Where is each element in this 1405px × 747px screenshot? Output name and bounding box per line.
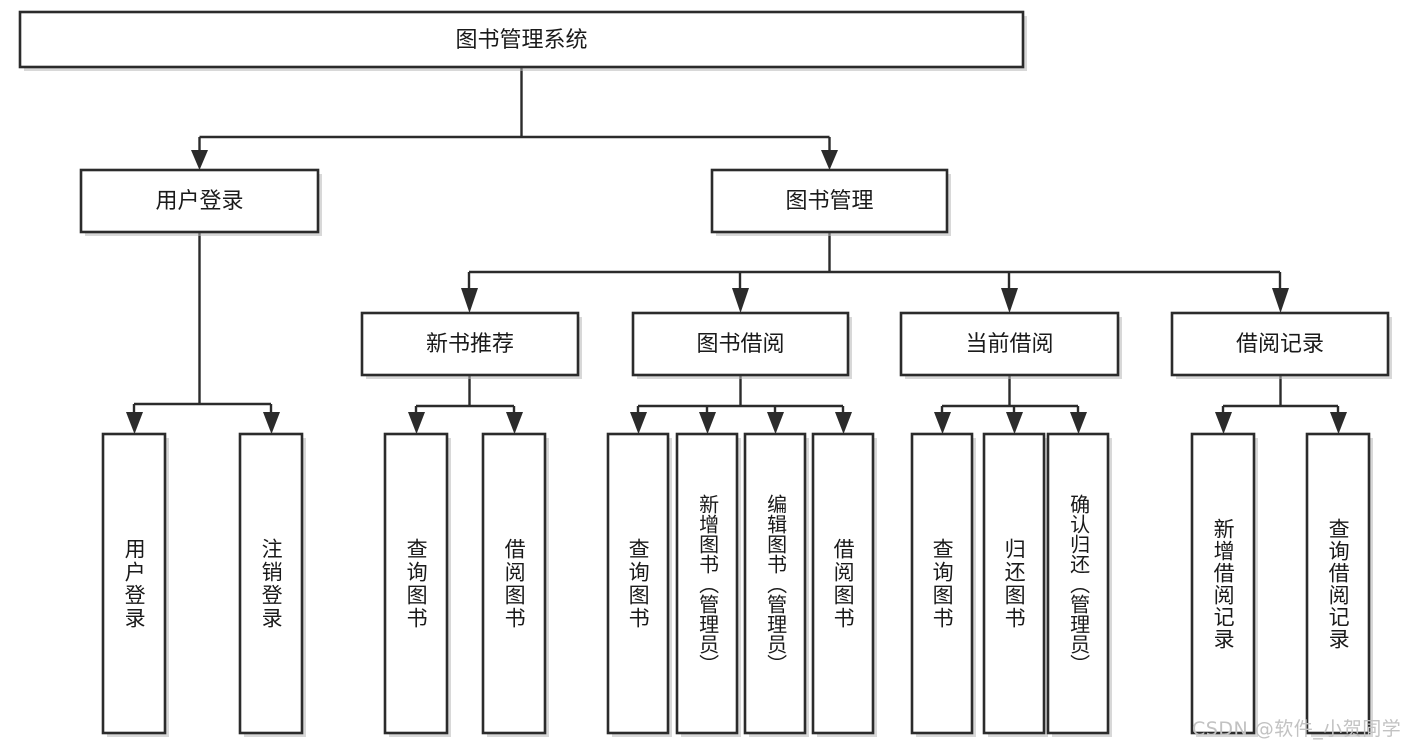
arrow-head-leaf-query-book-borrow bbox=[630, 412, 647, 434]
node-leaf-confirm-return-admin[interactable] bbox=[1046, 432, 1112, 737]
node-root[interactable]: 图书管理系统 bbox=[18, 10, 1027, 71]
arrow-head-current-borrow bbox=[1001, 288, 1018, 313]
node-leaf-user-login[interactable] bbox=[101, 432, 169, 737]
node-leaf-edit-book-admin-rect bbox=[743, 432, 807, 735]
node-leaf-query-book-recommend[interactable] bbox=[383, 432, 451, 737]
arrow-head-borrow-record bbox=[1272, 288, 1289, 313]
node-leaf-edit-book-admin[interactable] bbox=[743, 432, 809, 737]
arrow-head-user-login bbox=[191, 150, 208, 170]
node-leaf-query-book-borrow-rect bbox=[606, 432, 670, 735]
node-root-label: 图书管理系统 bbox=[455, 28, 587, 53]
node-new-book-recommend-label: 新书推荐 bbox=[426, 332, 514, 357]
node-borrow-record[interactable]: 借阅记录 bbox=[1170, 311, 1392, 379]
arrow-head-leaf-query-book-current bbox=[934, 412, 951, 434]
node-new-book-recommend[interactable]: 新书推荐 bbox=[360, 311, 582, 379]
node-leaf-borrow-book[interactable] bbox=[811, 432, 877, 737]
node-current-borrow-label: 当前借阅 bbox=[965, 332, 1053, 357]
arrow-head-leaf-borrow-book bbox=[835, 412, 852, 434]
node-book-borrow-label: 图书借阅 bbox=[696, 332, 784, 357]
node-borrow-record-label: 借阅记录 bbox=[1236, 332, 1324, 357]
node-layer: 图书管理系统 用户登录 图书管理 新书推荐 bbox=[18, 10, 1392, 737]
node-leaf-borrow-book-recommend[interactable] bbox=[481, 432, 549, 737]
node-root-rect bbox=[18, 10, 1025, 69]
node-leaf-add-book-admin[interactable] bbox=[675, 432, 741, 737]
csdn-watermark: CSDN @软件_小贺同学 bbox=[1192, 718, 1402, 740]
node-current-borrow-rect bbox=[899, 311, 1120, 377]
arrow-head-new-book-recommend bbox=[461, 288, 478, 313]
node-leaf-add-borrow-record[interactable] bbox=[1190, 432, 1258, 737]
node-borrow-record-rect bbox=[1170, 311, 1390, 377]
node-user-login-rect bbox=[79, 168, 320, 234]
node-user-login-label: 用户登录 bbox=[155, 189, 243, 214]
node-book-borrow[interactable]: 图书借阅 bbox=[631, 311, 852, 379]
node-leaf-return-book-rect bbox=[982, 432, 1046, 735]
node-leaf-query-borrow-record-rect bbox=[1305, 432, 1371, 735]
node-user-login[interactable]: 用户登录 bbox=[79, 168, 322, 236]
node-leaf-query-book-current[interactable] bbox=[910, 432, 976, 737]
arrow-head-leaf-query-book-recommend bbox=[408, 412, 425, 434]
node-leaf-confirm-return-admin-rect bbox=[1046, 432, 1110, 735]
arrow-head-leaf-confirm-return-admin bbox=[1070, 412, 1087, 434]
node-leaf-query-borrow-record[interactable] bbox=[1305, 432, 1373, 737]
arrow-head-leaf-user-login bbox=[126, 412, 143, 434]
node-book-management-label: 图书管理 bbox=[785, 189, 873, 214]
connector-layer bbox=[126, 67, 1347, 434]
node-leaf-return-book[interactable] bbox=[982, 432, 1048, 737]
node-leaf-borrow-book-recommend-rect bbox=[481, 432, 547, 735]
node-leaf-borrow-book-rect bbox=[811, 432, 875, 735]
node-book-management[interactable]: 图书管理 bbox=[710, 168, 951, 236]
node-book-management-rect bbox=[710, 168, 949, 234]
arrow-head-leaf-add-book-admin bbox=[699, 412, 716, 434]
node-current-borrow[interactable]: 当前借阅 bbox=[899, 311, 1122, 379]
node-leaf-query-book-borrow[interactable] bbox=[606, 432, 672, 737]
node-leaf-query-book-recommend-rect bbox=[383, 432, 449, 735]
arrow-head-book-borrow bbox=[732, 288, 749, 313]
node-leaf-logout-rect bbox=[238, 432, 304, 735]
node-leaf-add-borrow-record-rect bbox=[1190, 432, 1256, 735]
arrow-head-leaf-logout bbox=[263, 412, 280, 434]
arrow-head-leaf-query-borrow-record bbox=[1330, 412, 1347, 434]
arrow-head-leaf-edit-book-admin bbox=[767, 412, 784, 434]
node-leaf-logout[interactable] bbox=[238, 432, 306, 737]
arrow-head-leaf-borrow-book-recommend bbox=[506, 412, 523, 434]
node-leaf-add-book-admin-rect bbox=[675, 432, 739, 735]
node-leaf-query-book-current-rect bbox=[910, 432, 974, 735]
node-book-borrow-rect bbox=[631, 311, 850, 377]
node-new-book-recommend-rect bbox=[360, 311, 580, 377]
node-leaf-user-login-rect bbox=[101, 432, 167, 735]
arrow-head-book-management bbox=[821, 150, 838, 170]
arrow-head-leaf-add-borrow-record bbox=[1215, 412, 1232, 434]
arrow-head-leaf-return-book bbox=[1006, 412, 1023, 434]
